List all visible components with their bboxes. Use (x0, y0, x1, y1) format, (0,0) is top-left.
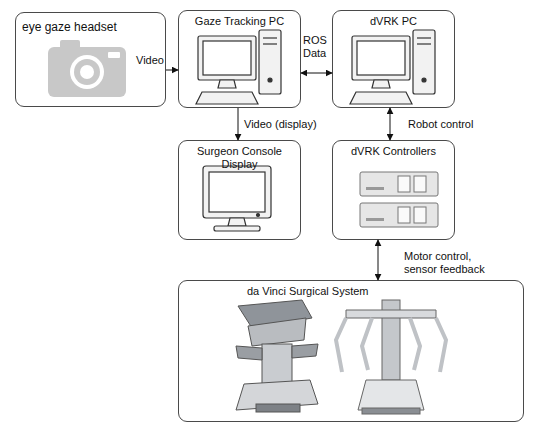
patient-cart (336, 300, 446, 414)
computer-icon (196, 30, 281, 104)
system-box: da Vinci Surgical System (178, 280, 524, 422)
system-box: Gaze Tracking PC (178, 10, 301, 108)
connector-label: Video (display) (244, 118, 334, 131)
box-title: dVRK PC (337, 15, 450, 28)
box-title: Gaze Tracking PC (183, 15, 296, 28)
connector-arrow (390, 108, 391, 140)
box-title: da Vinci Surgical System (247, 285, 467, 298)
camera-icon (48, 40, 126, 97)
system-box: dVRK PC (332, 10, 455, 108)
connector-label: ROS Data (303, 34, 331, 60)
connector-arrow (238, 108, 239, 140)
computer-icon (350, 30, 435, 104)
connector-label: Video (136, 54, 176, 67)
surgeon-console (236, 300, 318, 412)
box-title: Surgeon Console Display (183, 145, 296, 171)
connector-arrow (166, 70, 178, 71)
connector-arrow (301, 73, 332, 74)
connector-label: Motor control, sensor feedback (404, 250, 504, 276)
system-box: dVRK Controllers (332, 140, 455, 240)
system-box: Surgeon Console Display (178, 140, 301, 240)
box-title: eye gaze headset (22, 21, 162, 34)
connector-arrow (378, 240, 379, 280)
box-title: dVRK Controllers (337, 145, 450, 158)
monitor-icon (203, 166, 271, 231)
connector-label: Robot control (408, 118, 498, 131)
controller-rack (360, 172, 438, 227)
